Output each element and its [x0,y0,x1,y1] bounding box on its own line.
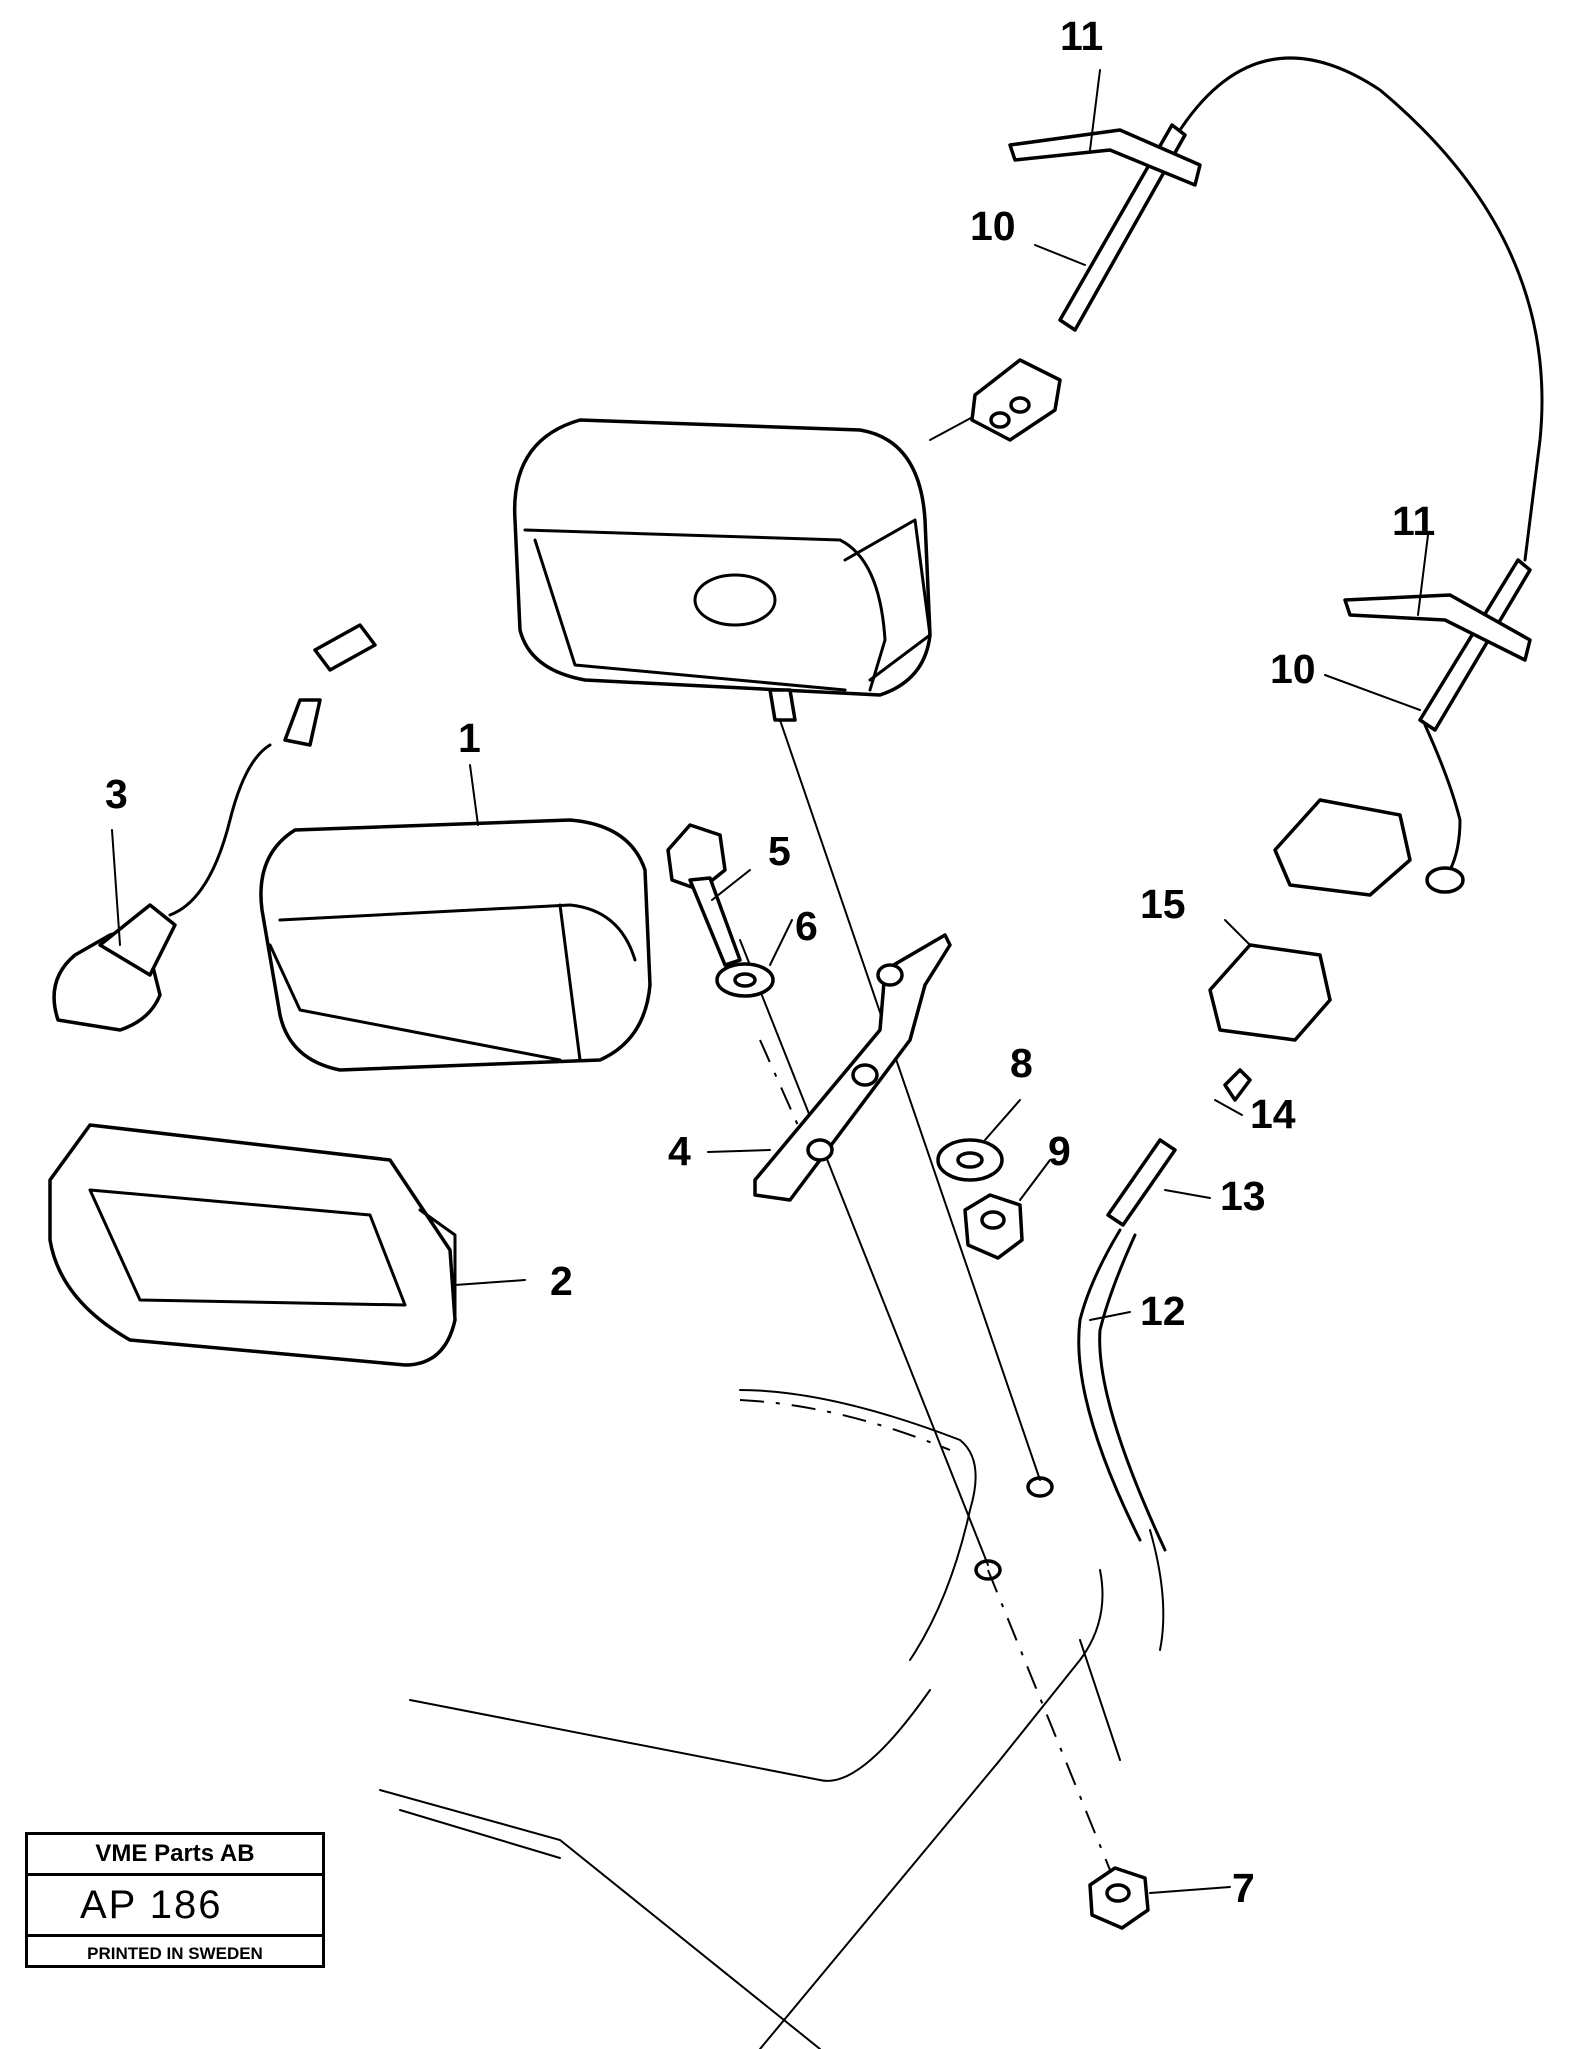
callout-11-lower: 11 [1392,498,1435,544]
callout-2: 2 [550,1258,573,1304]
callout-7: 7 [1232,1865,1255,1911]
callout-9: 9 [1048,1128,1071,1174]
callout-leaders [111,69,1429,1894]
stamp-code: AP 186 [28,1876,322,1937]
callout-6: 6 [795,903,818,949]
callout-10-lower: 10 [1270,646,1316,692]
cable-harness-upper [970,56,1544,562]
nut-9 [963,1193,1024,1260]
title-block-stamp: VME Parts AB AP 186 PRINTED IN SWEDEN [25,1832,325,1968]
bracket-4 [753,933,952,1202]
lamp-frame-2 [48,1123,457,1367]
callout-8: 8 [1010,1040,1033,1086]
callout-3: 3 [105,771,128,817]
work-lamp-1 [259,818,652,1072]
stamp-company: VME Parts AB [28,1835,322,1876]
cab-body-outline [379,1389,1165,2049]
bulb-3 [52,623,377,1032]
callout-13: 13 [1220,1173,1266,1219]
callout-10-upper: 10 [970,203,1016,249]
callout-12: 12 [1140,1288,1186,1334]
stamp-printed: PRINTED IN SWEDEN [87,1943,263,1963]
nut-7 [1088,1866,1150,1930]
cable-harness-lower [1077,558,1532,1552]
callout-15: 15 [1140,881,1186,927]
callout-4: 4 [668,1128,691,1174]
callout-5: 5 [768,828,791,874]
callout-11-upper: 11 [1060,13,1103,59]
washer-8 [936,1138,1004,1182]
bolt-5 [666,823,742,967]
washer-6 [715,962,775,998]
callout-labels: 1 2 3 4 5 6 7 8 9 10 10 11 11 12 13 14 1… [105,13,1435,1911]
callout-14: 14 [1250,1091,1296,1137]
callout-1: 1 [458,715,481,761]
work-lamp-assembly [512,418,932,722]
